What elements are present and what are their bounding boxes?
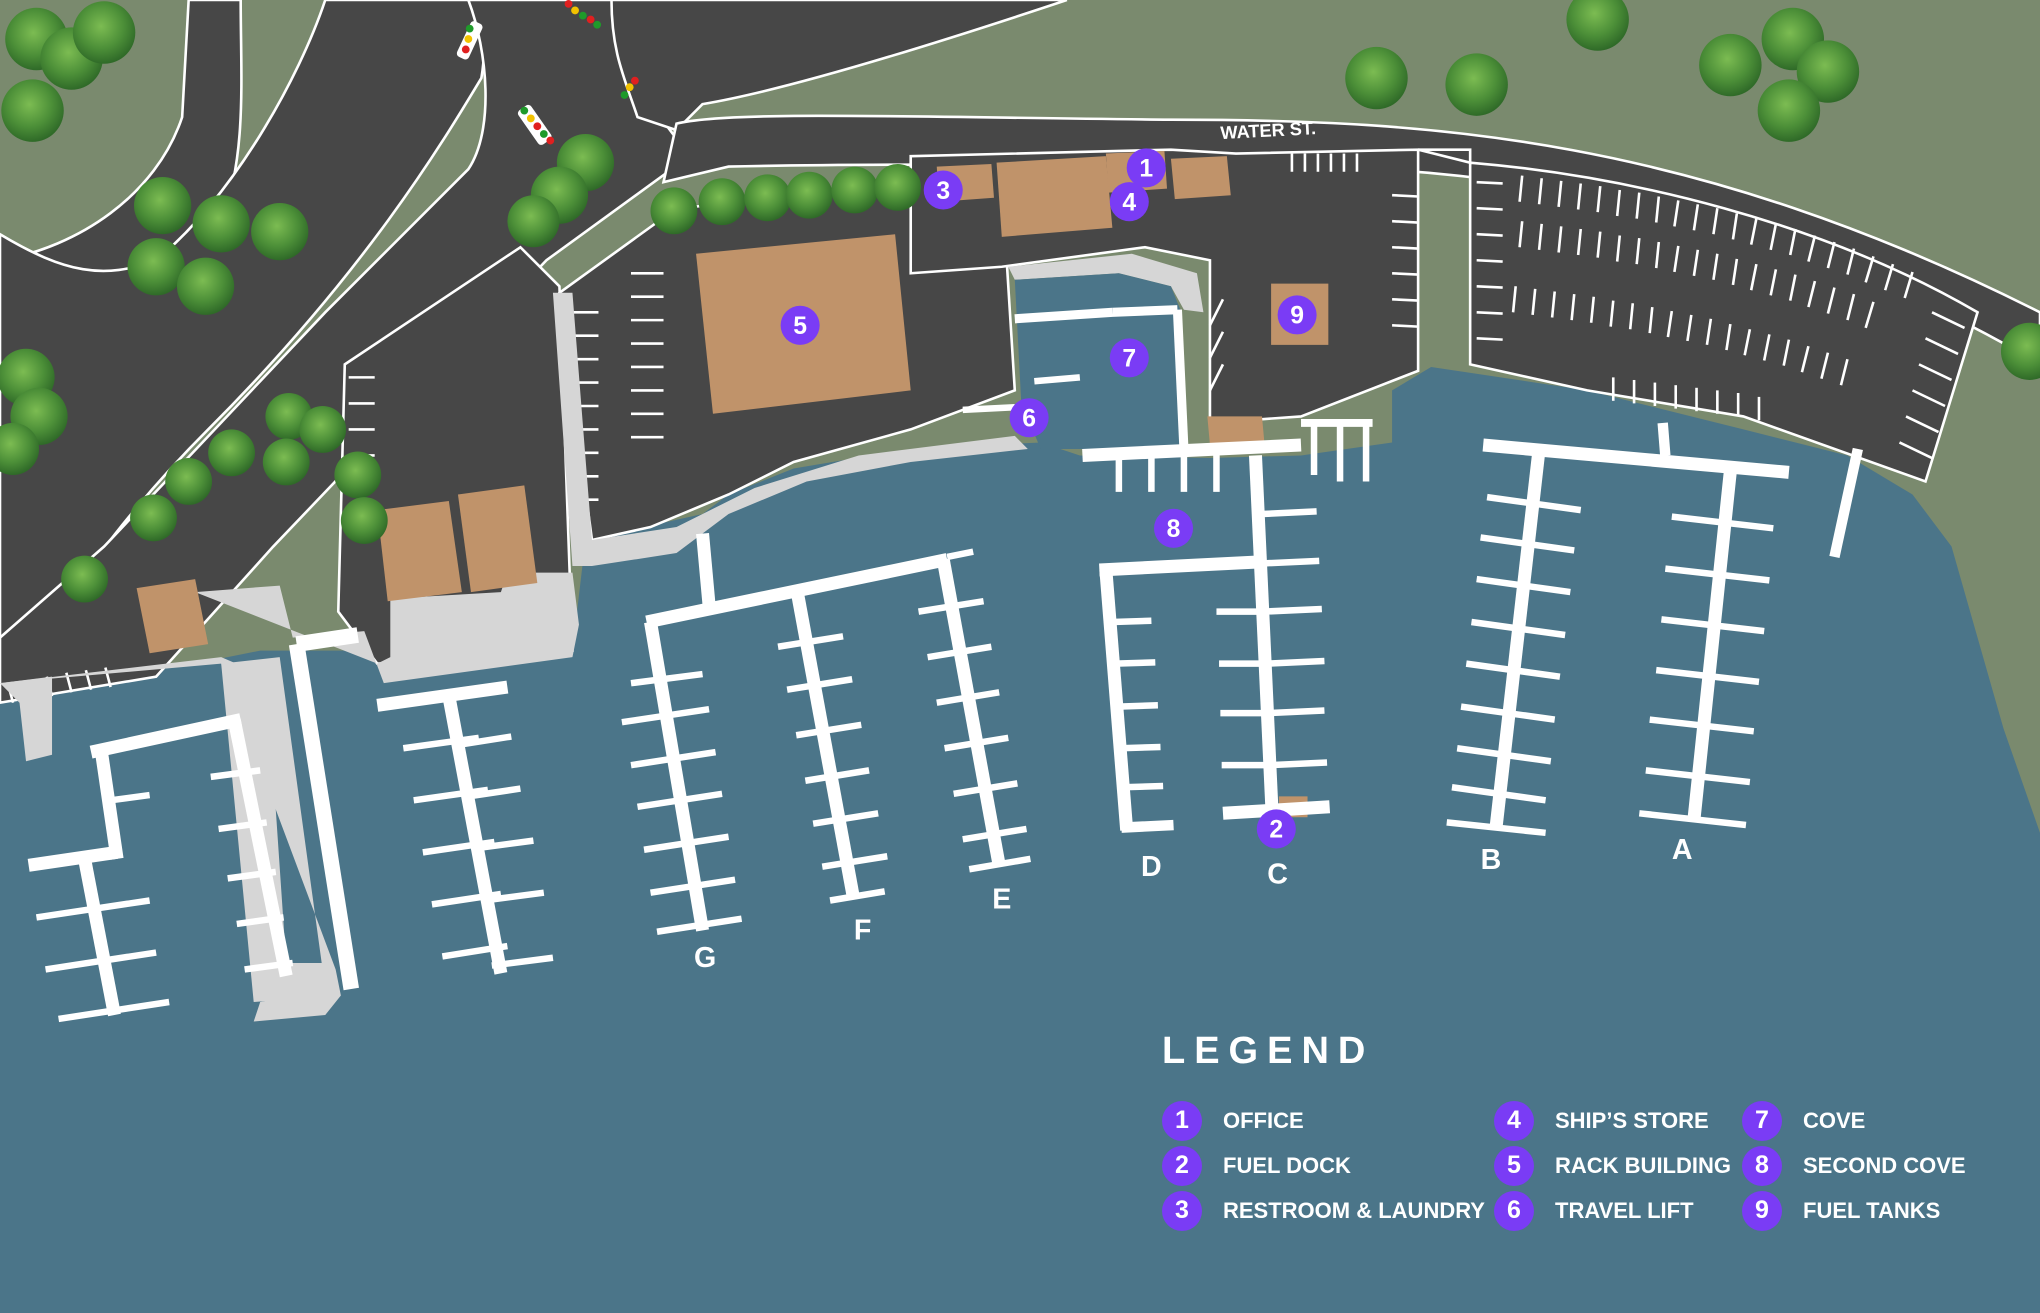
svg-text:6: 6 [1022,406,1036,433]
legend-item-second-cove: 8 SECOND COVE [1742,1145,1982,1186]
fuel-tanks-marker[interactable]: 9 [1277,295,1317,335]
legend-item-restroom-laundry: 3 RESTROOM & LAUNDRY [1162,1190,1494,1231]
legend-title: LEGEND [1162,1030,1375,1072]
legend-label: SECOND COVE [1803,1152,1966,1178]
traffic-lights [456,0,639,145]
dock-label-e: E [992,883,1011,915]
legend-badge: 4 [1494,1100,1534,1141]
legend-label: RACK BUILDING [1555,1152,1731,1178]
legend-item-fuel-dock: 2 FUEL DOCK [1162,1145,1494,1186]
legend-item-travel-lift: 6 TRAVEL LIFT [1494,1190,1742,1231]
legend-badge: 3 [1162,1190,1202,1231]
legend-grid: 1 OFFICE 4 SHIP’S STORE 7 COVE 2 FUEL DOCK 5… [1162,1100,1982,1231]
legend-badge: 2 [1162,1145,1202,1186]
svg-text:3: 3 [936,178,950,205]
legend-item-fuel-tanks: 9 FUEL TANKS [1742,1190,1982,1231]
svg-text:8: 8 [1167,516,1181,543]
lift-building [1207,416,1265,446]
restroom-laundry-marker[interactable]: 3 [923,170,963,210]
svg-text:5: 5 [793,313,807,340]
legend-badge: 1 [1162,1100,1202,1141]
svg-text:4: 4 [1122,189,1136,216]
svg-text:7: 7 [1122,346,1136,373]
dock-labels: G F E D C B A [694,834,1693,974]
dock-label-f: F [854,915,871,947]
fuel-dock-marker[interactable]: 2 [1256,809,1296,849]
docks[interactable] [27,305,1863,1023]
dock-label-g: G [694,942,716,974]
travel-lift-pier [221,657,341,1022]
street-label: WATER ST. [1220,118,1317,143]
legend-badge: 8 [1742,1145,1782,1186]
legend-badge: 9 [1742,1190,1782,1231]
ships-store-building [996,156,1113,237]
legend-item-cove: 7 COVE [1742,1100,1982,1141]
dock-label-b: B [1481,844,1502,876]
map-markers[interactable]: 1 2 3 4 5 6 7 8 9 [780,148,1317,849]
legend-item-office: 1 OFFICE [1162,1100,1494,1141]
legend-item-ships-store: 4 SHIP’S STORE [1494,1100,1742,1141]
dock-label-a: A [1672,834,1693,866]
svg-text:2: 2 [1269,817,1283,844]
dock-label-c: C [1267,859,1288,891]
dock-label-d: D [1141,851,1162,883]
legend-label: FUEL DOCK [1223,1152,1351,1178]
trees [0,0,2040,603]
legend-badge: 5 [1494,1145,1534,1186]
svg-text:1: 1 [1139,156,1153,183]
legend-item-rack-building: 5 RACK BUILDING [1494,1145,1742,1186]
legend-label: RESTROOM & LAUNDRY [1223,1197,1485,1223]
svg-text:9: 9 [1290,303,1304,330]
legend-badge: 7 [1742,1100,1782,1141]
office-marker[interactable]: 1 [1126,148,1166,188]
legend-label: OFFICE [1223,1107,1304,1133]
legend-label: COVE [1803,1107,1866,1133]
legend-label: TRAVEL LIFT [1555,1197,1694,1223]
annex-building [1170,156,1231,200]
rack-building-marker[interactable]: 5 [780,305,820,345]
cove-marker[interactable]: 7 [1109,338,1149,378]
ships-store-marker[interactable]: 4 [1109,182,1149,222]
travel-lift-marker[interactable]: 6 [1009,398,1049,438]
legend-label: FUEL TANKS [1803,1197,1941,1223]
legend-label: SHIP’S STORE [1555,1107,1709,1133]
second-cove-marker[interactable]: 8 [1154,508,1194,548]
legend-badge: 6 [1494,1190,1534,1231]
